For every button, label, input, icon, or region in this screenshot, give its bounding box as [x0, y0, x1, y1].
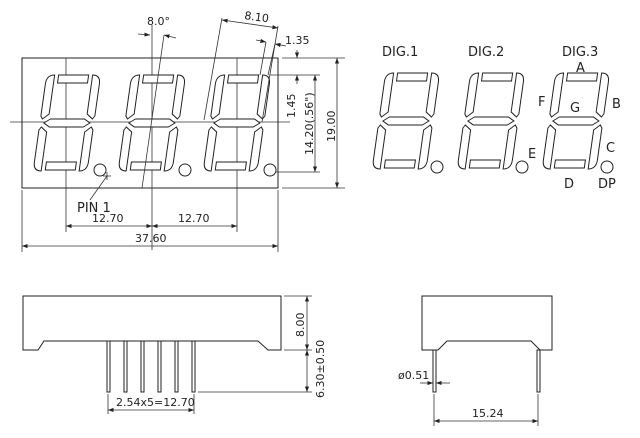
segment-g-label: G — [570, 101, 580, 116]
segment-dp-2 — [515, 160, 529, 174]
end-pin-right — [536, 349, 541, 393]
segment-digit-3 — [541, 72, 611, 170]
segment-c-label: C — [606, 141, 615, 156]
body-depth-label: 8.00 — [294, 313, 307, 338]
end-view: ø0.51 15.24 — [398, 295, 553, 426]
end-pin-left — [432, 349, 437, 393]
segment-f-label: F — [538, 95, 545, 110]
pin-length-label: 6.30±0.50 — [314, 340, 327, 398]
digit-label-2: DIG.2 — [468, 45, 504, 60]
angle-label: 8.0° — [147, 15, 170, 28]
top-offset-label: 1.45 — [285, 94, 298, 119]
pin-diameter-label: ø0.51 — [398, 369, 429, 382]
decimal-point-1 — [93, 163, 107, 177]
digit-1 — [32, 74, 102, 172]
display-body-outline — [21, 57, 279, 189]
row-spacing-label: 15.24 — [472, 407, 504, 420]
decimal-point-2 — [178, 163, 192, 177]
pin-pitch-label: 2.54x5=12.70 — [116, 396, 195, 409]
segment-width-label: 1.35 — [285, 34, 310, 47]
pitch-label-1: 12.70 — [92, 212, 124, 225]
segment-d-label: D — [564, 177, 574, 192]
body-width-label: 37.60 — [135, 232, 167, 245]
pins — [106, 340, 196, 393]
front-view: 8.0° 8.10 1.35 1.45 14.20(.56") 19.00 12… — [10, 9, 345, 252]
digit-width-label: 8.10 — [244, 9, 270, 25]
side-view: 8.00 6.30±0.50 2.54x5=12.70 — [22, 295, 327, 414]
body-height-label: 19.00 — [325, 111, 338, 143]
segment-dp-1 — [430, 160, 444, 174]
segment-e-label: E — [528, 147, 536, 162]
digit-label-1: DIG.1 — [382, 45, 418, 60]
segment-digit-2 — [456, 72, 526, 170]
segment-diagram: DIG.1 DIG.2 DIG.3 A B C D E F G DP — [371, 45, 621, 192]
side-body-outline — [22, 295, 282, 351]
segment-a-label: A — [576, 61, 585, 76]
segment-b-label: B — [612, 97, 621, 112]
segment-digit-1 — [371, 72, 441, 170]
slant-line — [141, 34, 165, 189]
pin1-label: PIN 1 — [77, 201, 111, 216]
digit-label-3: DIG.3 — [562, 45, 598, 60]
digit-height-label: 14.20(.56") — [303, 92, 316, 155]
end-body-outline — [421, 295, 553, 351]
decimal-point-3 — [263, 163, 277, 177]
segment-dp-3 — [600, 160, 614, 174]
segment-dp-label: DP — [598, 177, 616, 192]
pitch-label-2: 12.70 — [178, 212, 210, 225]
